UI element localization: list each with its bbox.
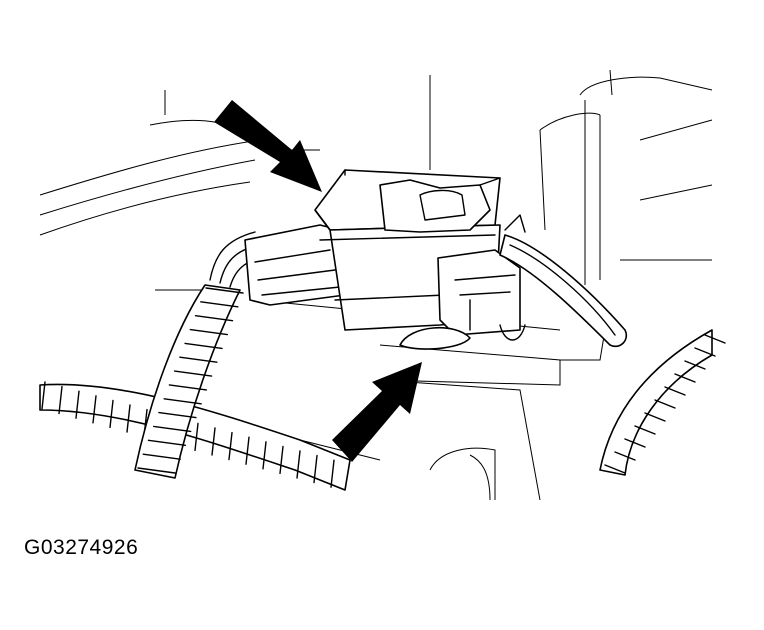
connector-illustration <box>39 69 726 501</box>
harness-rib <box>644 412 666 422</box>
harness-rib <box>194 422 199 452</box>
harness-rib <box>200 301 239 308</box>
harness-rib <box>313 454 318 484</box>
harness-rib <box>604 464 626 474</box>
harness-rib <box>684 360 706 370</box>
harness-rib <box>152 425 192 433</box>
right-harness <box>599 329 726 476</box>
harness-rib <box>184 342 223 350</box>
harness-rib <box>279 445 284 475</box>
harness-rib <box>634 425 656 435</box>
harness-rib <box>194 314 234 322</box>
harness-rib <box>624 438 646 448</box>
harness-rib <box>92 395 97 424</box>
harness-rib <box>126 404 131 433</box>
harness-rib <box>694 347 716 357</box>
harness-rib <box>664 386 686 396</box>
harness-rib <box>147 439 187 447</box>
harness-rib <box>330 459 335 488</box>
harness-rib <box>228 431 233 461</box>
harness-rib <box>614 451 636 461</box>
harness-rib <box>189 328 229 336</box>
harness-rib <box>179 356 218 363</box>
harness-rib <box>654 399 676 409</box>
harness-rib <box>205 287 244 294</box>
harness-rib <box>296 450 301 479</box>
harness-rib <box>142 453 181 460</box>
harness-rib <box>262 441 267 470</box>
harness-rib <box>674 373 696 383</box>
lower-left-harness <box>39 381 351 491</box>
harness-rib <box>75 390 80 419</box>
arrow-upper-left-icon <box>214 100 322 192</box>
arrow-lower-icon <box>332 362 422 462</box>
harness-rib <box>163 398 202 405</box>
vertical-harness <box>134 231 266 479</box>
harness-rib <box>168 384 208 391</box>
harness-rib <box>158 411 197 419</box>
harness-rib <box>173 370 213 377</box>
harness-rib <box>58 385 63 415</box>
harness-rib <box>41 381 46 410</box>
harness-rib <box>245 436 250 465</box>
harness-rib <box>137 467 176 474</box>
harness-rib <box>704 334 726 344</box>
electrical-connector <box>244 169 628 350</box>
figure-id-label: G03274926 <box>24 536 139 559</box>
harness-rib <box>211 427 216 456</box>
harness-rib <box>109 399 114 429</box>
